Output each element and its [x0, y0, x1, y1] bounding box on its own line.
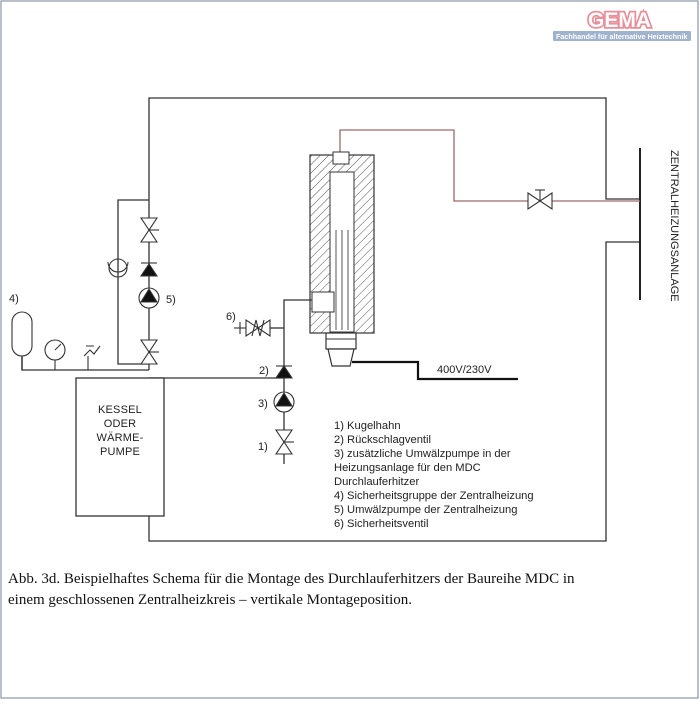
caption-line-1: Abb. 3d. Beispielhaftes Schema für die M… — [8, 571, 575, 587]
power-line — [352, 360, 518, 381]
boiler-label-line: ODER — [104, 418, 137, 430]
voltage-label: 400V/230V — [437, 364, 492, 376]
logo-tagline-bar — [553, 31, 691, 41]
legend-line: 3) zusätzliche Umwälzpumpe in der — [334, 448, 511, 460]
flow-heater — [309, 151, 375, 367]
safety-group — [11, 311, 101, 370]
legend-line: 5) Umwälzpumpe der Zentralheizung — [334, 504, 517, 516]
pump-3 — [273, 391, 295, 413]
check-valve — [274, 365, 294, 379]
heating-system-label: ZENTRALHEIZUNGSANLAGE — [668, 150, 680, 302]
marker-2: 2) — [259, 365, 269, 377]
hot-line-ball-valve — [527, 189, 553, 211]
boiler-label-line: PUMPE — [100, 446, 140, 458]
marker-3: 3) — [258, 398, 268, 410]
legend-line: 6) Sicherheitsventil — [334, 518, 429, 530]
marker-1: 1) — [258, 441, 268, 453]
legend: 1) Kugelhahn 2) Rückschlagventil 3) zusä… — [334, 420, 534, 530]
legend-line: 1) Kugelhahn — [334, 420, 401, 432]
caption-line-2: einem geschlossenen Zentralheizkreis – v… — [8, 592, 413, 608]
logo-tagline: Fachhandel für alternative Heiztechnik — [556, 32, 687, 41]
boiler-label-line: KESSEL — [98, 404, 142, 416]
logo-brand: GEMA — [588, 9, 651, 32]
boiler-label-line: WÄRME- — [96, 432, 143, 444]
marker-4: 4) — [9, 293, 19, 305]
safety-valve — [234, 318, 271, 338]
hot-water-line — [339, 129, 640, 202]
marker-5: 5) — [166, 294, 176, 306]
gema-logo: GEMA Fachhandel für alternative Heiztech… — [553, 7, 691, 41]
bypass-components — [107, 217, 160, 365]
ball-valve — [274, 429, 294, 455]
boiler-box: KESSEL ODER WÄRME- PUMPE — [75, 377, 165, 517]
legend-line: Durchlauferhitzer — [334, 476, 419, 488]
figure-caption: Abb. 3d. Beispielhaftes Schema für die M… — [8, 569, 696, 611]
legend-line: 4) Sicherheitsgruppe der Zentralheizung — [334, 490, 534, 502]
legend-line: 2) Rückschlagventil — [334, 434, 431, 446]
marker-6: 6) — [226, 311, 236, 323]
legend-line: Heizungsanlage für den MDC — [334, 462, 481, 474]
